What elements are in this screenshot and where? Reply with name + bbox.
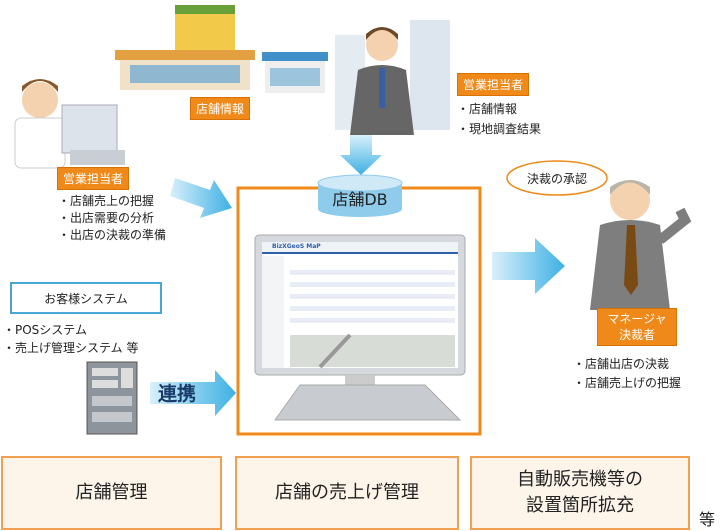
server-icon	[86, 361, 138, 435]
sales-left-list: ・店舗売上の把握 ・出店需要の分析 ・出店の決裁の準備	[58, 193, 166, 244]
vending-expansion-box: 自動販売機等の 設置箇所拡充	[470, 456, 690, 530]
screen-logo: BizXGeoS MaP	[272, 243, 321, 250]
list-item: ・POSシステム	[3, 323, 87, 337]
list-item: ・売上げ管理システム 等	[3, 341, 139, 355]
db-label: 店舗DB	[332, 190, 388, 209]
vending-line2: 設置箇所拡充	[526, 495, 634, 516]
arrow-down-icon	[340, 135, 382, 175]
sales-top-role-tag: 営業担当者	[457, 73, 530, 96]
store-sales-management-box: 店舗の売上げ管理	[235, 456, 459, 530]
approval-label: 決裁の承認	[526, 172, 587, 186]
store-management-box: 店舗管理	[1, 456, 222, 530]
manager-role-line1: マネージャ	[607, 312, 667, 326]
sales-left-role-tag: 営業担当者	[57, 167, 130, 190]
list-item: ・店舗売上の把握	[58, 194, 155, 208]
link-arrow-icon	[150, 370, 236, 416]
list-item: ・出店需要の分析	[58, 211, 155, 225]
list-item: ・店舗情報	[457, 102, 518, 116]
db-cylinder-icon	[317, 174, 403, 217]
list-item: ・店舗売上げの把握	[573, 376, 682, 390]
manager-role-tag: マネージャ 決裁者	[597, 308, 677, 346]
vending-line1: 自動販売機等の	[517, 469, 643, 490]
manager-role-line2: 決裁者	[618, 328, 655, 342]
manager-icon	[590, 180, 692, 310]
arrow-right-left-icon	[170, 178, 232, 218]
sales-person-left-icon	[14, 79, 125, 169]
arrow-right-manager-icon	[492, 238, 565, 294]
list-item: ・出店の決裁の準備	[58, 228, 167, 242]
store-info-tag: 店舗情報	[190, 97, 251, 120]
etc-label: 等	[699, 510, 716, 529]
store-buildings-icon	[115, 5, 328, 93]
monitor-icon	[254, 234, 466, 421]
customer-system-list: ・POSシステム ・売上げ管理システム 等	[3, 321, 138, 357]
approval-oval	[506, 160, 608, 196]
sales-top-list: ・店舗情報 ・現地調査結果	[457, 99, 541, 139]
link-label: 連携	[158, 383, 197, 405]
manager-list: ・店舗出店の決裁 ・店舗売上げの把握	[573, 355, 681, 393]
list-item: ・現地調査結果	[457, 122, 542, 136]
list-item: ・店舗出店の決裁	[573, 357, 670, 371]
sales-person-top-icon	[335, 20, 450, 135]
customer-system-box: お客様システム	[10, 282, 162, 314]
